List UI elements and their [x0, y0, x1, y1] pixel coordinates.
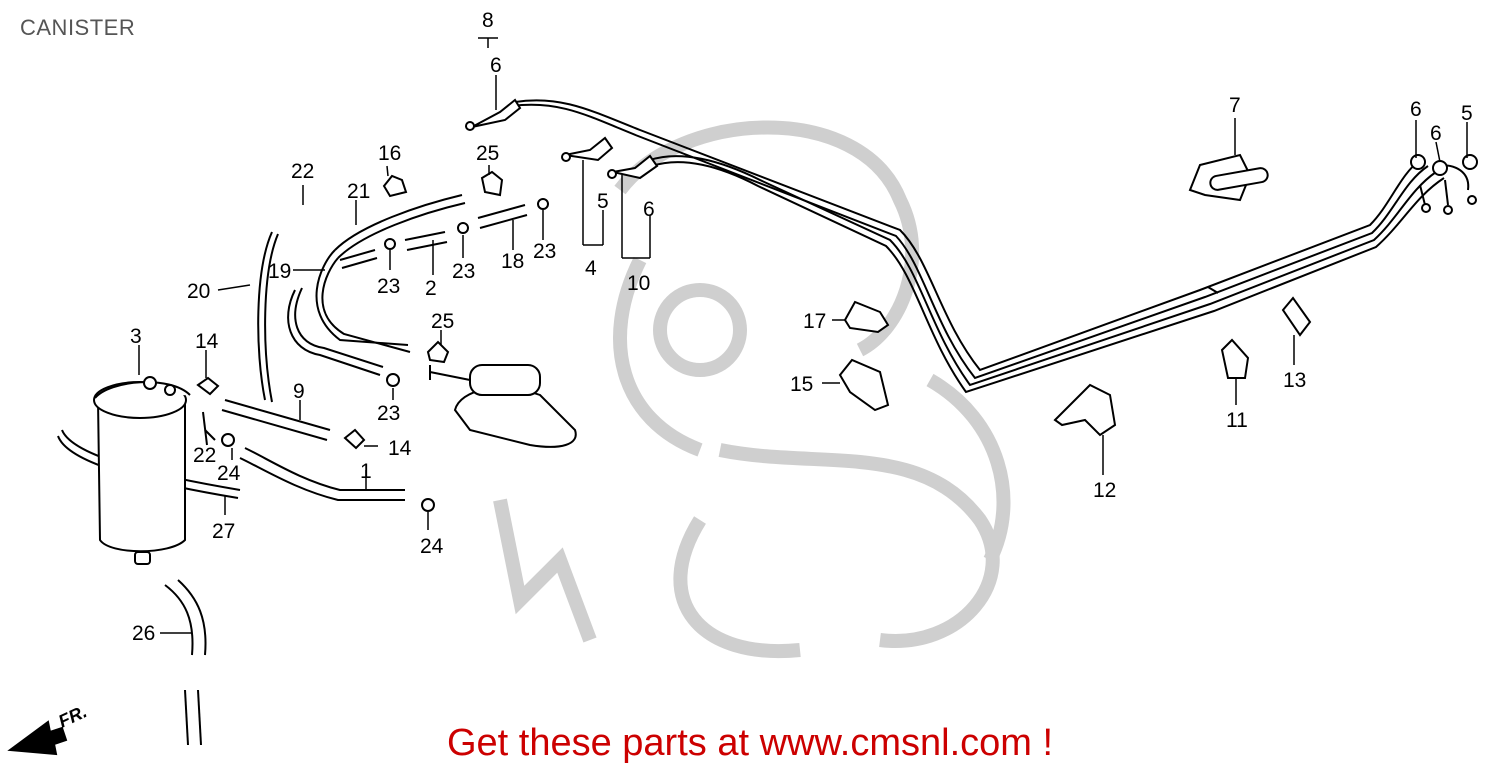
callout-7: 7	[1229, 94, 1241, 117]
callout-6: 6	[1430, 122, 1442, 145]
front-arrow-icon	[7, 720, 68, 756]
callout-27: 27	[212, 520, 235, 543]
callout-24: 24	[217, 462, 241, 485]
callout-21: 21	[347, 180, 370, 203]
callout-23: 23	[377, 402, 400, 425]
hoses-upper	[287, 194, 528, 376]
callout-1: 1	[360, 460, 372, 483]
canister-3	[93, 376, 191, 565]
callout-2: 2	[425, 277, 437, 300]
callout-16: 16	[378, 142, 401, 165]
fittings	[465, 98, 1478, 215]
callout-23: 23	[377, 275, 400, 298]
callout-24: 24	[420, 535, 444, 558]
callout-19: 19	[268, 260, 291, 283]
bracket-7	[1188, 153, 1269, 202]
callout-17: 17	[803, 310, 826, 333]
callout-18: 18	[501, 250, 524, 273]
promo-banner[interactable]: Get these parts at www.cmsnl.com !	[446, 722, 1054, 764]
callout-6: 6	[1410, 98, 1422, 121]
callout-22: 22	[291, 160, 314, 183]
purge-valve	[429, 364, 577, 448]
callout-4: 4	[585, 257, 597, 280]
callout-23: 23	[452, 260, 475, 283]
callout-6: 6	[490, 54, 502, 77]
clamps	[838, 296, 1312, 437]
callout-12: 12	[1093, 479, 1116, 502]
page-title: CANISTER	[20, 15, 136, 40]
callout-23: 23	[533, 240, 556, 263]
callout-13: 13	[1283, 369, 1306, 392]
callout-6: 6	[643, 198, 655, 221]
callout-9: 9	[293, 380, 305, 403]
callout-11: 11	[1226, 409, 1248, 432]
small-clips	[196, 170, 549, 512]
callout-3: 3	[130, 325, 142, 348]
callout-5: 5	[597, 190, 609, 213]
callout-20: 20	[187, 280, 210, 303]
callout-25: 25	[476, 142, 499, 165]
main-lines	[511, 99, 1470, 394]
leader-lines	[138, 37, 1468, 634]
callout-5: 5	[1461, 102, 1473, 125]
tube-26	[164, 579, 207, 746]
callout-14: 14	[195, 330, 219, 353]
callout-10: 10	[627, 272, 650, 295]
watermark-logo	[493, 120, 1011, 659]
callout-labels: 1234556666789101112131414151617181920212…	[130, 9, 1473, 645]
callout-8: 8	[482, 9, 494, 32]
callout-15: 15	[790, 373, 813, 396]
callout-14: 14	[388, 437, 412, 460]
callout-26: 26	[132, 622, 155, 645]
callout-25: 25	[431, 310, 454, 333]
callout-22: 22	[193, 444, 216, 467]
